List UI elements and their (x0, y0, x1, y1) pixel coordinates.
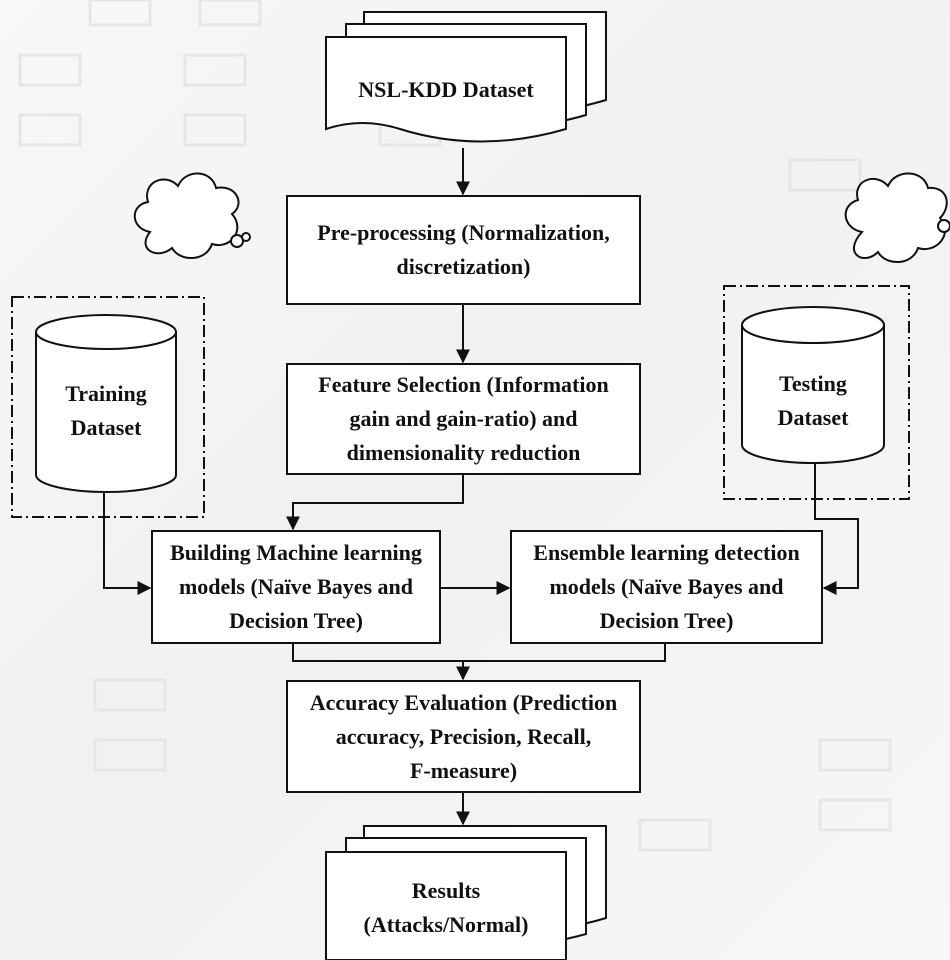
ml-models-box (151, 530, 441, 644)
training-enclosure (11, 296, 205, 518)
results-label: Results (Attacks/Normal) (326, 870, 566, 946)
results-line-2: (Attacks/Normal) (363, 912, 529, 937)
feature-selection-box (286, 363, 641, 475)
results-document-stack (325, 825, 607, 960)
testing-label: Testing Dataset (742, 365, 884, 437)
cloud-icon (133, 172, 251, 259)
accuracy-line-3: F-measure) (409, 757, 518, 783)
preprocessing-line-2: discretization) (396, 254, 531, 279)
training-cylinder (35, 314, 177, 493)
dataset-title: NSL-KDD Dataset (358, 77, 534, 102)
training-line-2: Dataset (70, 415, 142, 440)
ensemble-box (510, 530, 823, 644)
testing-enclosure (723, 285, 910, 500)
feature-selection-line-2: gain and gain-ratio) and (349, 406, 578, 431)
feature-selection-line-1: Feature Selection (Information (318, 372, 609, 397)
dataset-label: NSL-KDD Dataset (326, 60, 566, 120)
ml-models-line-2: models (Naïve Bayes and (178, 574, 414, 599)
cloud-icon (844, 172, 950, 263)
connectors (103, 148, 859, 826)
line-ensemble-to-merge (463, 643, 666, 662)
results-line-1: Results (411, 878, 481, 903)
testing-line-2: Dataset (777, 405, 849, 430)
feature-selection-line-3: dimensionality reduction (346, 440, 581, 465)
training-line-1: Training (65, 381, 147, 406)
background-pattern (18, 0, 892, 852)
arrow-feature-to-ml (286, 474, 464, 531)
ml-models-line-1: Building Machine learning (170, 540, 422, 565)
accuracy-line-1: Accuracy Evaluation (Prediction (309, 689, 618, 715)
ml-models-label: Building Machine learning models (Naïve … (152, 531, 440, 643)
accuracy-label: Accuracy Evaluation (Prediction accuracy… (287, 681, 640, 792)
ensemble-line-1: Ensemble learning detection (533, 540, 800, 565)
dataset-document-stack (325, 11, 607, 143)
arrow-testing-to-ensemble (814, 463, 859, 595)
line-ml-to-merge (292, 643, 463, 662)
accuracy-box (286, 680, 641, 793)
preprocessing-box (286, 195, 641, 305)
arrow-training-to-ml (103, 493, 152, 595)
feature-selection-label: Feature Selection (Information gain and … (287, 364, 640, 474)
ensemble-label: Ensemble learning detection models (Naïv… (511, 531, 822, 643)
ensemble-line-3: Decision Tree) (599, 608, 734, 633)
testing-cylinder (741, 306, 885, 464)
ensemble-line-2: models (Naïve Bayes and (549, 574, 784, 599)
testing-line-1: Testing (779, 371, 847, 396)
training-label: Training Dataset (36, 375, 176, 447)
preprocessing-label: Pre-processing (Normalization, discretiz… (287, 196, 640, 304)
ml-models-line-3: Decision Tree) (229, 608, 363, 633)
accuracy-line-2: accuracy, Precision, Recall, (335, 723, 592, 749)
preprocessing-line-1: Pre-processing (Normalization, (317, 220, 610, 245)
